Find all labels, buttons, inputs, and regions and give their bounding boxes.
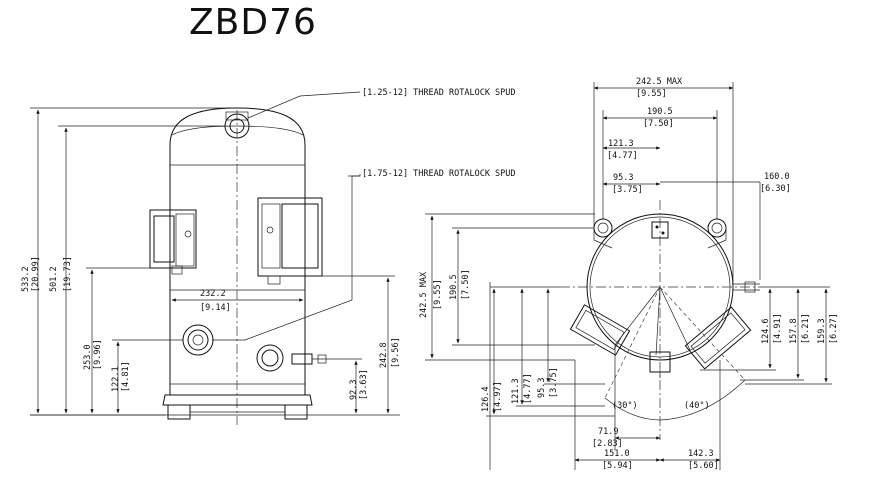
discharge-fitting [256, 344, 330, 372]
dim-v95: 95.3 [537, 378, 547, 398]
dim-157: 157.8 [789, 318, 799, 344]
angle-right: (40°) [684, 401, 710, 411]
top-view: (30°) (40°) 242.5 MAX [9.55] 190.5 [7.50… [419, 77, 839, 471]
dim-top-max: 242.5 MAX [636, 77, 683, 87]
dim-vmax: 242.5 MAX [419, 271, 429, 318]
dim-shell-height: 501.2 [49, 266, 59, 292]
dim-v121: 121.3 [511, 378, 521, 404]
dim-126-in: [4.97] [493, 381, 503, 412]
dim-shell-dia: 232.2 [200, 289, 226, 299]
dim-vmax-in: [9.55] [433, 279, 443, 310]
dim-157-in: [6.21] [801, 313, 811, 344]
dim-151-in: [5.94] [602, 461, 633, 471]
dim-v190-in: [7.50] [461, 269, 471, 300]
dim-shell-dia-in: [9.14] [200, 303, 231, 313]
dim-190-in: [7.50] [643, 119, 674, 129]
dim-159: 159.3 [817, 318, 827, 344]
dim-v95-in: [3.75] [549, 367, 559, 398]
right-terminal-box [257, 197, 323, 285]
dim-71: 71.9 [598, 427, 618, 437]
callout-side-spud: [1.75-12] THREAD ROTALOCK SPUD [362, 169, 516, 179]
dim-92-in: [3.63] [359, 369, 369, 400]
dim-253: 253.0 [83, 344, 93, 370]
page-title: ZBD76 [189, 2, 317, 43]
left-terminal-box [149, 209, 197, 275]
dim-159-in: [6.27] [829, 313, 839, 344]
top-spud-fitting [224, 111, 250, 139]
suction-fitting [182, 324, 214, 356]
dim-151: 151.0 [604, 449, 630, 459]
dim-92: 92.3 [349, 380, 359, 400]
dim-142: 142.3 [688, 449, 714, 459]
dim-142-in: [5.60] [688, 461, 719, 471]
dim-v121-in: [4.77] [523, 373, 533, 404]
dim-253-in: [9.96] [93, 339, 103, 370]
dim-95-in: [3.75] [612, 185, 643, 195]
top-right-terminal [684, 306, 752, 370]
dim-121-in: [4.77] [607, 151, 638, 161]
dim-top-max-in: [9.55] [636, 89, 667, 99]
angle-left: (30°) [612, 401, 638, 411]
dim-overall-height: 533.2 [21, 266, 31, 292]
dim-overall-height-in: [20.99] [31, 256, 41, 292]
dim-126: 126.4 [481, 386, 491, 412]
dim-121: 121.3 [608, 139, 634, 149]
dim-190: 190.5 [647, 107, 673, 117]
dim-122-in: [4.81] [121, 361, 131, 392]
top-left-terminal [569, 304, 631, 356]
dim-242-8-in: [9.56] [391, 337, 401, 368]
dim-122: 122.1 [111, 366, 121, 392]
dim-95: 95.3 [613, 173, 633, 183]
dim-shell-height-in: [19.73] [63, 256, 73, 292]
dim-160-in: [6.30] [760, 184, 791, 194]
side-view: [1.25-12] THREAD ROTALOCK SPUD [1.75-12]… [21, 88, 516, 425]
dim-124-in: [4.91] [773, 313, 783, 344]
dim-160: 160.0 [764, 172, 790, 182]
dim-v190: 190.5 [449, 274, 459, 300]
callout-top-spud: [1.25-12] THREAD ROTALOCK SPUD [362, 88, 516, 98]
dim-124: 124.6 [761, 318, 771, 344]
dim-71-in: [2.83] [592, 439, 623, 449]
dim-242-8: 242.8 [379, 342, 389, 368]
